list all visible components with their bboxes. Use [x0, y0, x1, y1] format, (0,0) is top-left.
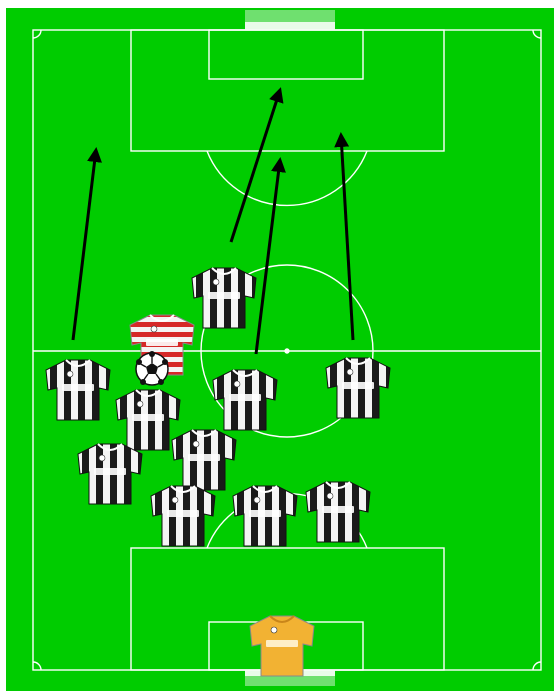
top-goal — [245, 10, 335, 30]
centre-spot — [285, 349, 289, 353]
pitch-grass — [6, 8, 554, 691]
